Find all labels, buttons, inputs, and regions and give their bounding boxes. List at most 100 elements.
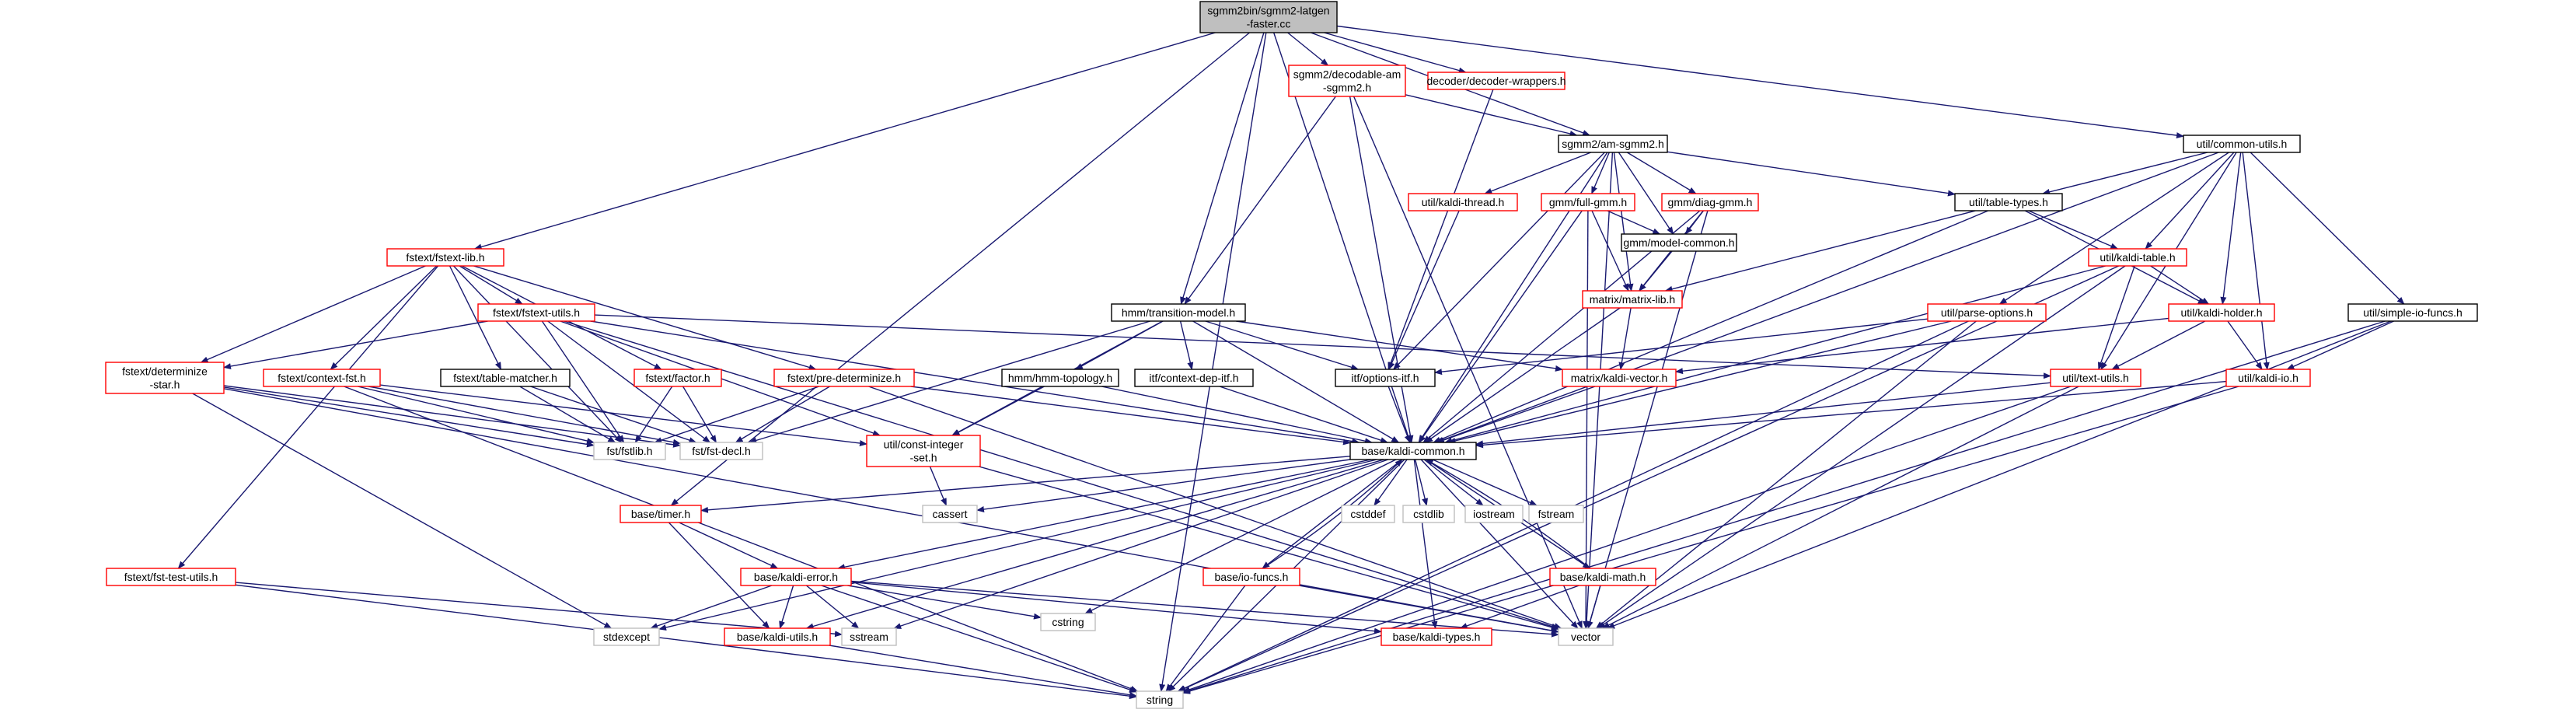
node-box-kaldithread	[1408, 193, 1518, 211]
edge-constint-to-vector	[979, 466, 1559, 631]
node-box-fstdecl	[679, 442, 763, 460]
node-box-commonutils	[2183, 135, 2301, 153]
node-box-iostream	[1464, 505, 1524, 523]
node-diaggmm[interactable]: gmm/diag-gmm.h	[1661, 193, 1759, 211]
node-matrixlib[interactable]: matrix/matrix-lib.h	[1582, 290, 1683, 309]
node-sstream: sstream	[841, 627, 897, 646]
node-box-kaldiutils	[724, 627, 831, 646]
node-box-string	[1136, 690, 1184, 709]
edge-fstextlib-to-fstlib	[452, 265, 623, 443]
node-cassert: cassert	[922, 505, 978, 523]
node-kaldithread[interactable]: util/kaldi-thread.h	[1408, 193, 1518, 211]
node-optionsitf[interactable]: itf/options-itf.h	[1335, 369, 1436, 387]
node-constint[interactable]: util/const-integer-set.h	[866, 435, 981, 467]
edge-textutils-to-vector	[1601, 386, 2079, 629]
node-fstdecl: fst/fst-decl.h	[679, 442, 763, 460]
node-simpleio[interactable]: util/simple-io-funcs.h	[2347, 303, 2478, 322]
node-label-cstring-0: cstring	[1052, 616, 1084, 628]
edge-predeterminize-to-vector	[868, 386, 1562, 629]
node-modelcommon[interactable]: gmm/model-common.h	[1621, 233, 1737, 252]
node-tabletypes[interactable]: util/table-types.h	[1954, 193, 2063, 211]
node-textutils[interactable]: util/text-utils.h	[2050, 369, 2141, 387]
node-kaldiholder[interactable]: util/kaldi-holder.h	[2168, 303, 2275, 322]
node-box-fsttestutils	[106, 568, 236, 586]
node-box-kaldicommon	[1349, 442, 1477, 460]
node-label-cassert-0: cassert	[932, 508, 967, 520]
node-kalditable[interactable]: util/kaldi-table.h	[2088, 248, 2187, 267]
edge-kaldiio-to-kaldicommon	[1475, 380, 2227, 449]
node-label-amsgmm2-0: sgmm2/am-sgmm2.h	[1562, 138, 1663, 150]
edge-kaldicommon-to-kaldierror	[836, 459, 1372, 571]
edge-kaldicommon-to-stdexcept	[658, 459, 1377, 631]
node-kaldimath[interactable]: base/kaldi-math.h	[1549, 568, 1656, 586]
edge-commonutils-to-kaldiio	[2242, 152, 2270, 370]
node-contextfst[interactable]: fstext/context-fst.h	[263, 369, 381, 387]
edge-kalditable-to-kaldicommon	[1444, 265, 2106, 444]
node-label-kaldierror-0: base/kaldi-error.h	[754, 571, 838, 583]
node-cstdlib: cstdlib	[1402, 505, 1455, 523]
edge-root-to-decodable	[1287, 32, 1329, 66]
node-timer[interactable]: base/timer.h	[620, 505, 702, 523]
edge-timer-to-kaldiutils	[668, 522, 770, 629]
edge-kaldierror-to-cstring	[847, 585, 1042, 620]
node-fstextlib[interactable]: fstext/fstext-lib.h	[386, 248, 504, 267]
node-predeterminize[interactable]: fstext/pre-determinize.h	[773, 369, 915, 387]
node-tablematcher[interactable]: fstext/table-matcher.h	[440, 369, 571, 387]
node-label-kaldivector-0: matrix/kaldi-vector.h	[1571, 372, 1667, 384]
node-decwrap[interactable]: decoder/decoder-wrappers.h	[1427, 72, 1566, 90]
node-box-contextfst	[263, 369, 381, 387]
node-hmmtopology[interactable]: hmm/hmm-topology.h	[1001, 369, 1119, 387]
edge-kaldicommon-to-iofuncs	[1262, 459, 1403, 569]
node-fullgmm[interactable]: gmm/full-gmm.h	[1541, 193, 1635, 211]
edge-transmodel-to-kaldicommon	[1192, 320, 1400, 443]
edge-amsgmm2-to-tabletypes	[1667, 151, 1956, 197]
node-fsttestutils[interactable]: fstext/fst-test-utils.h	[106, 568, 236, 586]
node-factor[interactable]: fstext/factor.h	[634, 369, 722, 387]
node-box-matrixlib	[1582, 290, 1683, 309]
edge-contextfst-to-fstlib	[358, 386, 595, 444]
node-kaldivector[interactable]: matrix/kaldi-vector.h	[1562, 369, 1677, 387]
edge-iofuncs-to-vector	[1299, 585, 1559, 634]
node-box-parseoptions	[1927, 303, 2047, 322]
node-label-stdexcept-0: stdexcept	[603, 631, 650, 643]
node-amsgmm2[interactable]: sgmm2/am-sgmm2.h	[1558, 135, 1668, 153]
node-kalditypes[interactable]: base/kaldi-types.h	[1380, 627, 1492, 646]
node-kaldierror[interactable]: base/kaldi-error.h	[740, 568, 852, 586]
edge-fullgmm-to-modelcommon	[1607, 210, 1661, 235]
node-iofuncs[interactable]: base/io-funcs.h	[1202, 568, 1300, 586]
node-box-stdexcept	[593, 627, 660, 646]
edges-layer	[177, 25, 2405, 700]
node-commonutils[interactable]: util/common-utils.h	[2183, 135, 2301, 153]
node-kaldiio[interactable]: util/kaldi-io.h	[2225, 369, 2311, 387]
edge-amsgmm2-to-optionsitf	[1393, 152, 1605, 370]
edge-amsgmm2-to-kaldicommon	[1418, 152, 1608, 443]
node-label-constint-0: util/const-integer	[884, 439, 964, 451]
node-decodable[interactable]: sgmm2/decodable-am-sgmm2.h	[1288, 65, 1406, 97]
edge-transmodel-to-kaldivector	[1236, 320, 1563, 372]
node-box-kaldivector	[1562, 369, 1677, 387]
node-fstextutils[interactable]: fstext/fstext-utils.h	[477, 303, 595, 322]
edge-kaldiio-to-string	[1182, 386, 2239, 694]
edge-fullgmm-to-kaldicommon	[1419, 210, 1583, 443]
node-determinize[interactable]: fstext/determinize-star.h	[105, 362, 225, 394]
edge-kaldicommon-to-kalditypes	[1413, 459, 1438, 629]
edge-fstextutils-to-kaldicommon	[590, 320, 1360, 445]
edge-kaldiholder-to-kaldivector	[1675, 317, 2169, 375]
edge-decwrap-to-optionsitf	[1387, 89, 1494, 370]
node-transmodel[interactable]: hmm/transition-model.h	[1111, 303, 1246, 322]
node-label-optionsitf-0: itf/options-itf.h	[1351, 372, 1419, 384]
edge-amsgmm2-to-matrixlib	[1613, 152, 1634, 292]
edge-determinize-to-fstlib	[223, 386, 595, 448]
node-box-tabletypes	[1954, 193, 2063, 211]
node-contextdep[interactable]: itf/context-dep-itf.h	[1134, 369, 1254, 387]
node-kaldicommon[interactable]: base/kaldi-common.h	[1349, 442, 1477, 460]
node-label-textutils-0: util/text-utils.h	[2062, 372, 2129, 384]
node-box-fullgmm	[1541, 193, 1635, 211]
node-label-hmmtopology-0: hmm/hmm-topology.h	[1008, 372, 1112, 384]
node-label-tablematcher-0: fstext/table-matcher.h	[453, 372, 557, 384]
edge-fstextutils-to-fstlib	[541, 320, 625, 443]
edge-kalditable-to-kaldiholder	[2150, 265, 2210, 305]
node-label-cstddef-0: cstddef	[1350, 508, 1385, 520]
node-kaldiutils[interactable]: base/kaldi-utils.h	[724, 627, 831, 646]
node-parseoptions[interactable]: util/parse-options.h	[1927, 303, 2047, 322]
